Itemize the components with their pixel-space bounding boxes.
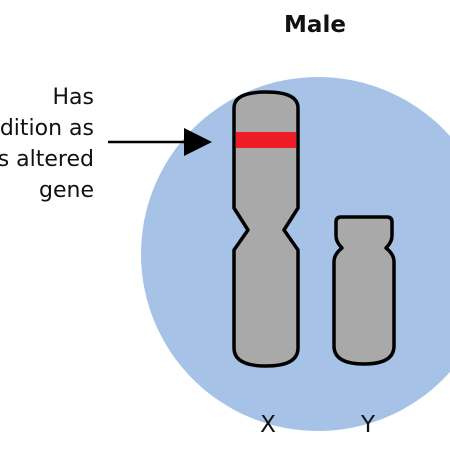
y-chromosome bbox=[332, 215, 396, 366]
altered-gene-band bbox=[236, 132, 296, 148]
gene-annotation: Has dition as s altered gene bbox=[0, 82, 94, 206]
annotation-line: gene bbox=[39, 178, 94, 203]
arrow-head-icon bbox=[184, 128, 212, 156]
x-chromosome bbox=[232, 90, 300, 368]
y-chromosome-label: Y bbox=[360, 412, 376, 438]
annotation-line: s altered bbox=[0, 147, 94, 172]
diagram-title: Male bbox=[284, 12, 346, 38]
annotation-line: dition as bbox=[0, 116, 94, 141]
annotation-line: Has bbox=[52, 85, 95, 110]
x-chromosome-label: X bbox=[260, 412, 276, 438]
